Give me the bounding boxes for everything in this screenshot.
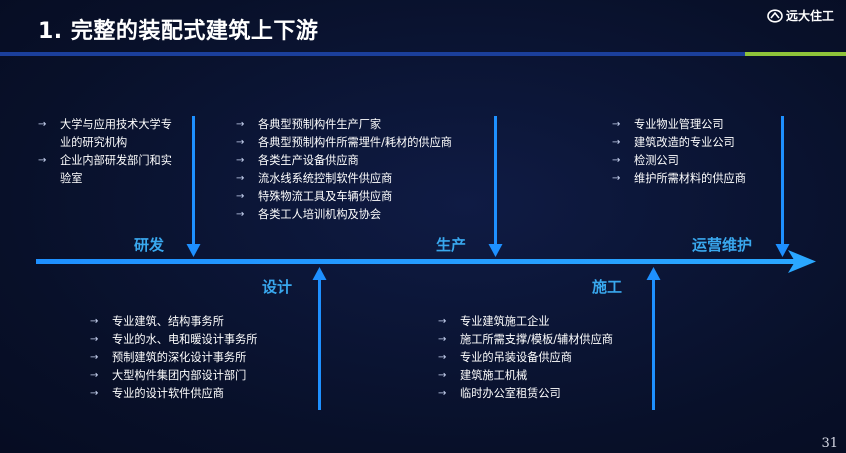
list-item: → 大型构件集团内部设计部门 — [90, 367, 257, 385]
arrow-right-icon: → — [438, 316, 447, 327]
stage-label-research: 研发 — [134, 236, 165, 254]
production-item-4: 流水线系统控制软件供应商 — [258, 172, 393, 185]
list-item: → 预制建筑的深化设计事务所 — [90, 349, 257, 367]
main-timeline-arrow — [36, 250, 816, 273]
production-list: → 各典型预制构件生产厂家 → 各典型预制构件所需埋件/耗材的供应商 → 各类生产设备… — [236, 116, 452, 224]
production-item-5: 特殊物流工具及车辆供应商 — [258, 190, 393, 203]
arrow-right-icon: → — [236, 119, 245, 130]
list-item: → 专业建筑施工企业 — [438, 313, 613, 331]
list-item: → 专业的设计软件供应商 — [90, 385, 257, 403]
list-item: → 各类工人培训机构及协会 — [236, 206, 452, 224]
operation-list: → 专业物业管理公司 → 建筑改造的专业公司 → 检测公司 → 维护所需材料的供应商 — [612, 116, 746, 188]
operation-item-1: 专业物业管理公司 — [634, 118, 724, 131]
title-underline-blue — [0, 52, 745, 56]
arrow-right-icon: → — [90, 370, 99, 381]
arrow-right-icon: → — [90, 388, 99, 399]
list-item: → 各类生产设备供应商 — [236, 152, 452, 170]
design-item-5: 专业的设计软件供应商 — [112, 387, 224, 400]
list-item: → 施工所需支撑/模板/辅材供应商 — [438, 331, 613, 349]
arrow-right-icon: → — [236, 173, 245, 184]
list-item: → 专业的水、电和暖设计事务所 — [90, 331, 257, 349]
list-item: → 流水线系统控制软件供应商 — [236, 170, 452, 188]
arrow-right-icon: → — [236, 137, 245, 148]
research-item-1: 大学与应用技术大学专业的研究机构 — [60, 118, 172, 149]
arrow-right-icon: → — [236, 155, 245, 166]
arrow-right-icon: → — [90, 352, 99, 363]
timeline-line — [36, 259, 798, 264]
list-item: → 建筑施工机械 — [438, 367, 613, 385]
arrow-right-icon: → — [38, 155, 47, 166]
arrow-right-icon: → — [438, 334, 447, 345]
operation-item-3: 检测公司 — [634, 154, 679, 167]
design-item-3: 预制建筑的深化设计事务所 — [112, 351, 247, 364]
arrow-right-icon: → — [612, 173, 621, 184]
list-item: → 各典型预制构件生产厂家 — [236, 116, 452, 134]
arrow-right-icon: → — [612, 137, 621, 148]
design-up-arrow — [312, 267, 327, 410]
broad-logo-icon — [767, 8, 783, 23]
list-item: → 企业内部研发部门和实验室 — [38, 152, 180, 188]
company-logo: 远大住工 — [767, 7, 834, 24]
logo-text: 远大住工 — [785, 9, 834, 23]
arrow-right-icon: → — [612, 119, 621, 130]
list-item: → 检测公司 — [612, 152, 746, 170]
construction-item-3: 专业的吊装设备供应商 — [460, 351, 572, 364]
page-number: 31 — [821, 436, 838, 451]
construction-list: → 专业建筑施工企业 → 施工所需支撑/模板/辅材供应商 → 专业的吊装设备供应商 →… — [438, 313, 613, 403]
design-item-1: 专业建筑、结构事务所 — [112, 315, 224, 328]
arrow-right-icon: → — [38, 119, 47, 130]
arrow-right-icon: → — [90, 334, 99, 345]
production-item-3: 各类生产设备供应商 — [258, 154, 359, 167]
list-item: → 专业的吊装设备供应商 — [438, 349, 613, 367]
design-item-2: 专业的水、电和暖设计事务所 — [112, 333, 258, 346]
research-list: → 大学与应用技术大学专业的研究机构 → 企业内部研发部门和实验室 — [38, 116, 180, 188]
list-item: → 大学与应用技术大学专业的研究机构 — [38, 116, 180, 152]
arrow-right-icon: → — [438, 370, 447, 381]
design-list: → 专业建筑、结构事务所 → 专业的水、电和暖设计事务所 → 预制建筑的深化设计事务所… — [90, 313, 257, 403]
arrow-right-icon: → — [438, 352, 447, 363]
list-item: → 特殊物流工具及车辆供应商 — [236, 188, 452, 206]
construction-item-2: 施工所需支撑/模板/辅材供应商 — [460, 333, 613, 346]
list-item: → 建筑改造的专业公司 — [612, 134, 746, 152]
list-item: → 维护所需材料的供应商 — [612, 170, 746, 188]
construction-item-4: 建筑施工机械 — [460, 369, 528, 382]
list-item: → 临时办公室租赁公司 — [438, 385, 613, 403]
arrow-right-icon: → — [90, 316, 99, 327]
stage-label-construction: 施工 — [592, 278, 623, 296]
research-down-arrow — [186, 116, 201, 257]
operation-item-2: 建筑改造的专业公司 — [634, 136, 735, 149]
operation-down-arrow — [775, 116, 790, 257]
design-item-4: 大型构件集团内部设计部门 — [112, 369, 247, 382]
stage-label-operation: 运营维护 — [692, 236, 753, 254]
title-underline — [0, 52, 846, 56]
production-item-1: 各典型预制构件生产厂家 — [258, 118, 382, 131]
construction-up-arrow — [646, 267, 661, 410]
timeline-arrowhead-icon — [788, 250, 816, 273]
production-item-2: 各典型预制构件所需埋件/耗材的供应商 — [258, 136, 452, 149]
arrow-right-icon: → — [612, 155, 621, 166]
production-item-6: 各类工人培训机构及协会 — [258, 208, 382, 221]
construction-item-5: 临时办公室租赁公司 — [460, 387, 561, 400]
research-item-2: 企业内部研发部门和实验室 — [60, 154, 172, 185]
stage-label-production: 生产 — [436, 236, 467, 254]
construction-item-1: 专业建筑施工企业 — [460, 315, 550, 328]
list-item: → 专业建筑、结构事务所 — [90, 313, 257, 331]
list-item: → 各典型预制构件所需埋件/耗材的供应商 — [236, 134, 452, 152]
slide-title: 1. 完整的装配式建筑上下游 — [38, 19, 319, 44]
stage-label-design: 设计 — [262, 278, 293, 296]
arrow-right-icon: → — [236, 209, 245, 220]
operation-item-4: 维护所需材料的供应商 — [634, 172, 746, 185]
arrow-right-icon: → — [236, 191, 245, 202]
list-item: → 专业物业管理公司 — [612, 116, 746, 134]
arrow-right-icon: → — [438, 388, 447, 399]
production-down-arrow — [488, 116, 503, 257]
title-underline-green — [745, 52, 846, 56]
